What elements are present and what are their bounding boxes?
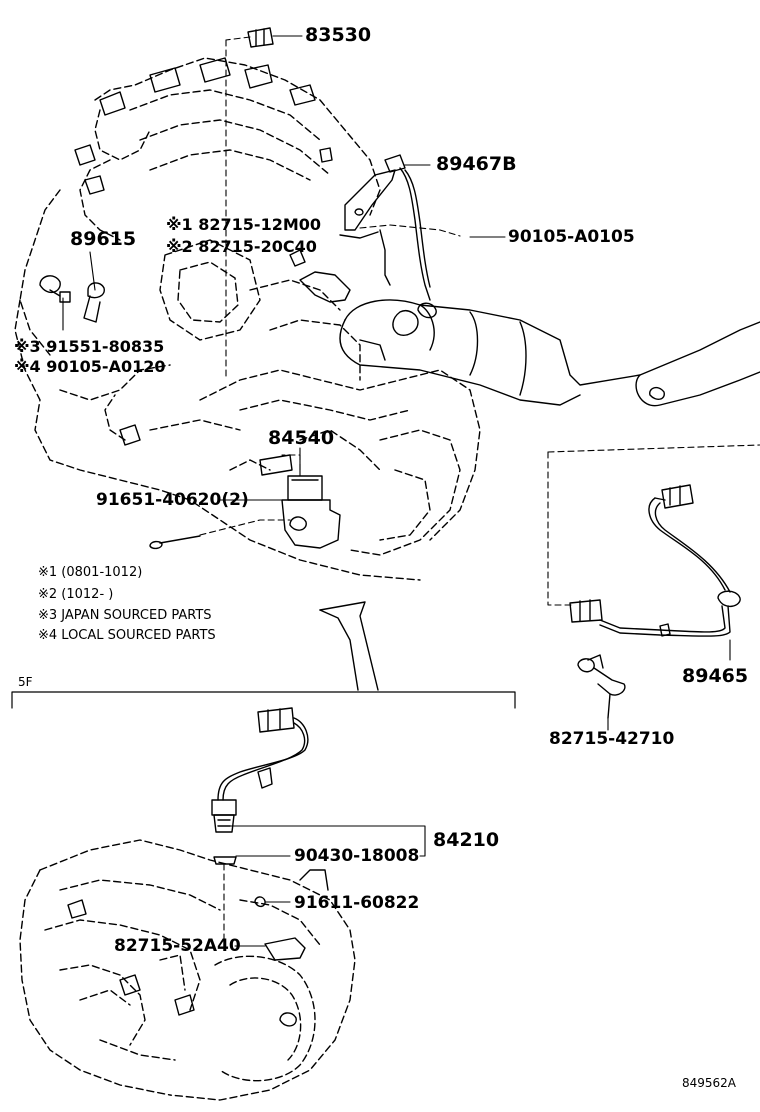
section-label-5f: 5F <box>18 675 33 689</box>
part-label-84540: 84540 <box>268 427 335 449</box>
label-leaders <box>62 35 731 947</box>
part-label-82715-20c40: ※2 82715-20C40 <box>166 237 317 256</box>
part-label-90430-18008: 90430-18008 <box>294 846 420 866</box>
part-label-91611-60822: 91611-60822 <box>294 893 420 913</box>
sensor-83530-illustration <box>247 27 274 48</box>
switch-84540-illustration <box>149 475 341 550</box>
part-label-90105-a0120: ※4 90105-A0120 <box>14 357 166 376</box>
part-label-89615: 89615 <box>70 228 137 250</box>
switch-84210-illustration <box>211 707 309 961</box>
manual-transmission-illustration <box>19 839 356 1101</box>
part-label-82715-42710: 82715-42710 <box>549 729 675 749</box>
clip-82715-42710-illustration <box>577 654 626 719</box>
part-label-91551-80835: ※3 91551-80835 <box>14 337 165 356</box>
part-label-83530: 83530 <box>305 24 372 46</box>
part-label-91651-40620: 91651-40620(2) <box>96 490 249 510</box>
transmission-arrow <box>319 601 379 691</box>
transmission-detail <box>67 869 329 1027</box>
note-1: ※1 (0801-1012) <box>38 565 143 580</box>
note-2: ※2 (1012- ) <box>38 587 114 602</box>
section-bracket <box>11 691 516 709</box>
engine-detail <box>39 57 333 476</box>
figure-id: 849562A <box>682 1076 737 1090</box>
sensor-89615-illustration <box>49 282 105 323</box>
sensor-89467b-illustration <box>289 154 437 319</box>
exhaust-illustration <box>339 299 760 407</box>
leader-lines-lower <box>223 863 266 947</box>
part-label-82715-52a40: 82715-52A40 <box>114 936 241 956</box>
leader-lines-upper <box>199 36 760 606</box>
part-label-82715-12m00: ※1 82715-12M00 <box>166 215 322 234</box>
note-4: ※4 LOCAL SOURCED PARTS <box>38 628 216 643</box>
note-3: ※3 JAPAN SOURCED PARTS <box>38 608 212 623</box>
part-label-90105-a0105: 90105-A0105 <box>508 227 635 247</box>
part-label-89467b: 89467B <box>436 153 517 175</box>
part-label-89465: 89465 <box>682 665 749 687</box>
sensor-89465-illustration <box>569 484 741 637</box>
part-label-84210: 84210 <box>433 829 500 851</box>
